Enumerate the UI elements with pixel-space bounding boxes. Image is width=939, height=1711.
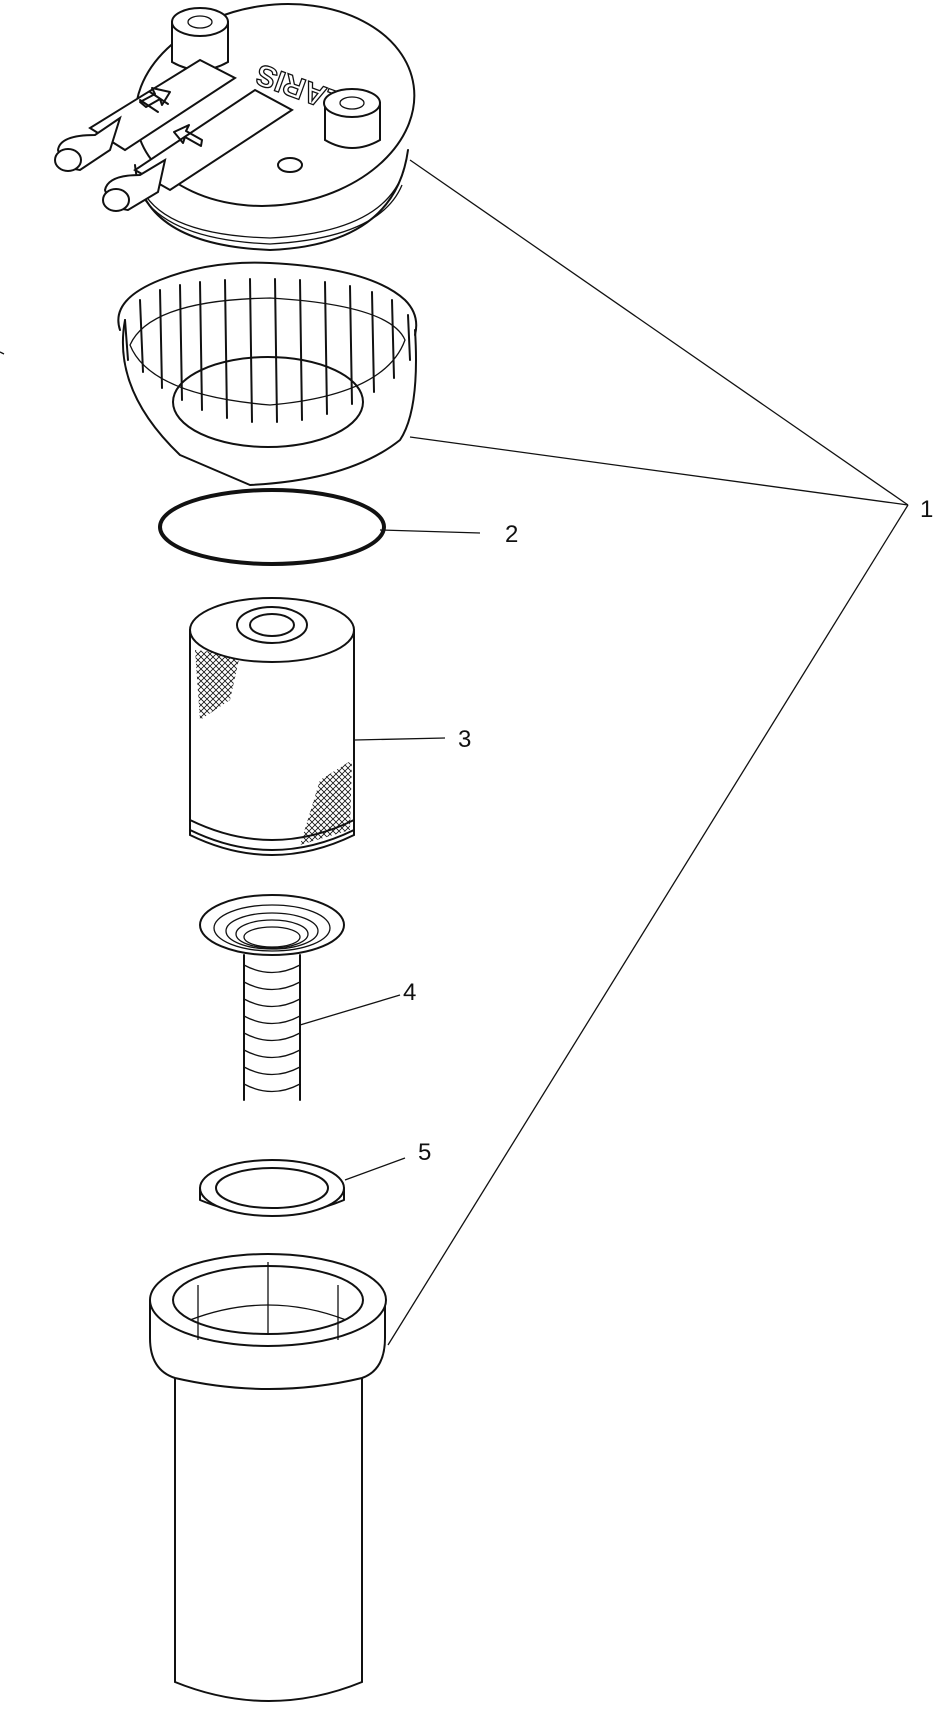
edge-mark bbox=[0, 351, 5, 355]
cap-hole bbox=[277, 157, 303, 173]
filter-bowl bbox=[149, 1253, 387, 1702]
callout-5: 5 bbox=[418, 1139, 431, 1166]
callout-4: 4 bbox=[403, 979, 416, 1006]
o-ring bbox=[158, 488, 386, 566]
callout-2: 2 bbox=[505, 521, 518, 548]
callout-1: 1 bbox=[920, 496, 933, 523]
inlet-barb bbox=[54, 58, 237, 172]
filter-element bbox=[189, 597, 355, 856]
leader-lines bbox=[299, 159, 909, 1346]
cap-boss-right bbox=[323, 88, 381, 149]
filter-head-cap: OLARIS bbox=[54, 3, 416, 251]
callout-3: 3 bbox=[458, 726, 471, 753]
spring bbox=[199, 894, 345, 1101]
lock-ring bbox=[117, 261, 418, 486]
washer bbox=[199, 1159, 345, 1217]
outlet-barb bbox=[102, 88, 294, 212]
cap-boss-left bbox=[171, 7, 229, 71]
